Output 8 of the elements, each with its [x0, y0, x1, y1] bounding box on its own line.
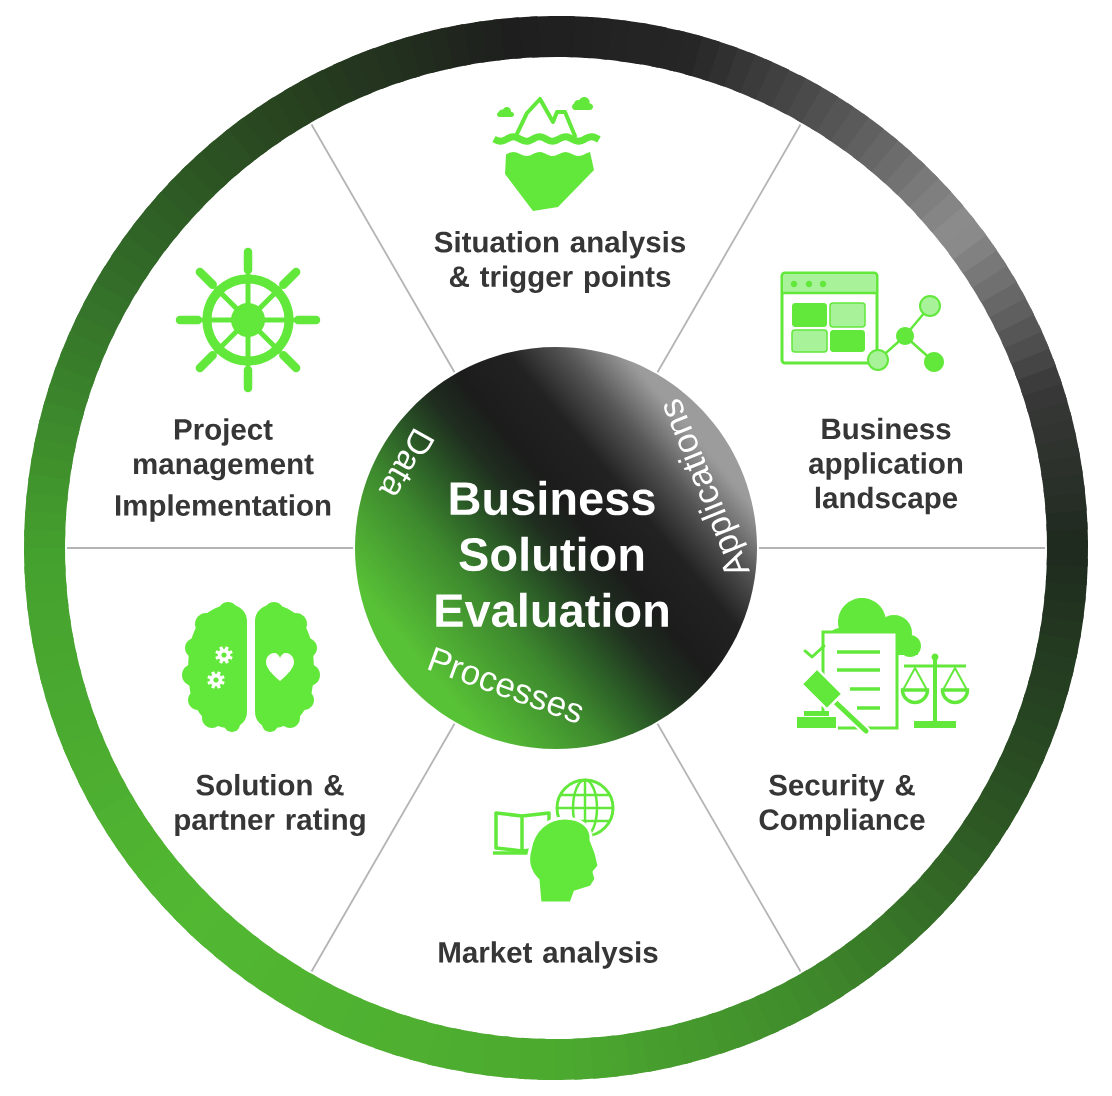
segment-title: Situation analysis & trigger points [434, 230, 686, 294]
curved-label: Data [378, 428, 435, 495]
segment-title: Market analysis [439, 941, 658, 969]
segment-title: Business application landscape [809, 417, 963, 515]
circle-title: Business Solution Evaluation [436, 480, 668, 628]
segment-title: Solution & partner rating [175, 773, 365, 837]
segment-title: Project management Implementation [116, 418, 331, 522]
segment-title: Security & Compliance [759, 774, 925, 836]
